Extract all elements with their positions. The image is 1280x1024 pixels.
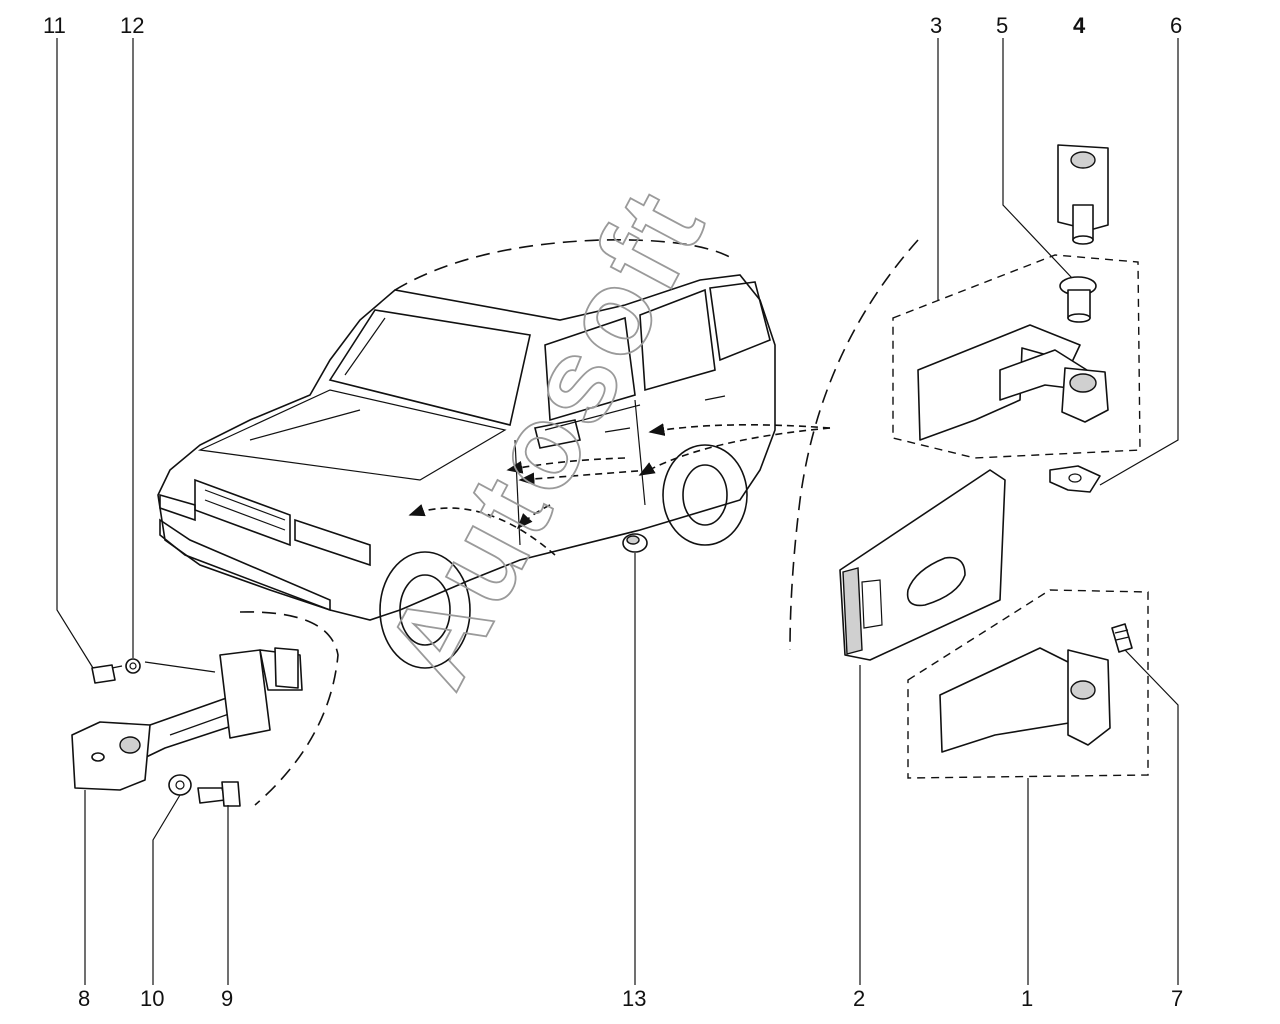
callout-numbers: 11 12 3 5 4 6 8 10 9 13 2 1 7 <box>43 13 1183 1011</box>
callout-1: 1 <box>1021 986 1033 1011</box>
callout-4: 4 <box>1073 13 1086 38</box>
dashed-arc-right <box>789 239 919 651</box>
callout-7: 7 <box>1171 986 1183 1011</box>
watermark-text: Autosoft <box>360 166 732 707</box>
part-5-bushing <box>1059 276 1097 323</box>
dashed-arc-left <box>239 611 339 806</box>
part-2-reinforcement-plate <box>839 469 1006 661</box>
callout-8: 8 <box>78 986 90 1011</box>
vehicle-illustration <box>157 239 831 669</box>
callout-5: 5 <box>996 13 1008 38</box>
part-13-plug <box>622 533 648 553</box>
part-4-hinge-pin <box>1057 144 1109 245</box>
part-8-door-check-assembly <box>71 647 303 807</box>
part-1-lower-hinge <box>907 589 1149 779</box>
callout-11: 11 <box>43 13 66 38</box>
callout-13: 13 <box>622 986 646 1011</box>
callout-10: 10 <box>140 986 164 1011</box>
callout-3: 3 <box>930 13 942 38</box>
callout-2: 2 <box>853 986 865 1011</box>
part-6-clip <box>1049 465 1101 493</box>
callout-9: 9 <box>221 986 233 1011</box>
leader-lines <box>56 38 1179 985</box>
callout-12: 12 <box>120 13 144 38</box>
part-3-upper-hinge <box>892 254 1141 459</box>
callout-6: 6 <box>1170 13 1182 38</box>
